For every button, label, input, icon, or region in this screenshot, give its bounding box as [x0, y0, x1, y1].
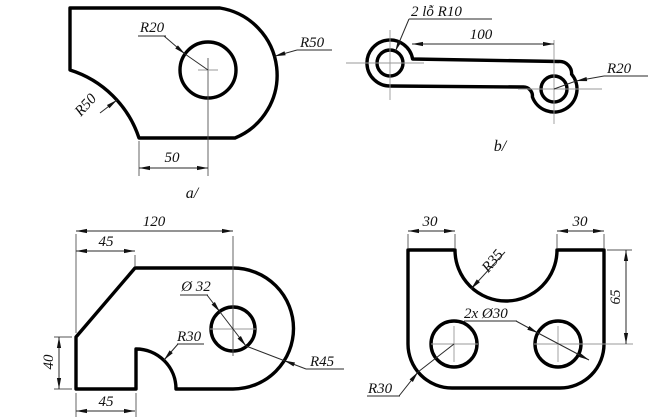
part-c-dim45top-text: 45 — [99, 234, 115, 250]
arrowhead — [471, 279, 480, 289]
part-c-r45-leader — [245, 345, 307, 370]
arrowhead — [623, 250, 629, 261]
arrowhead — [543, 41, 554, 47]
arrowhead — [395, 40, 402, 51]
arrowhead — [197, 165, 208, 171]
arrowhead — [284, 360, 296, 367]
arrowhead — [578, 352, 589, 360]
arrowhead — [593, 228, 604, 234]
part-a-r50-scoop-text: R50 — [71, 91, 100, 121]
arrowhead — [139, 165, 150, 171]
part-a-arrowheads — [106, 45, 286, 171]
part-d-holes-text: 2x Ø30 — [464, 306, 508, 322]
arrowhead — [412, 41, 423, 47]
part-d-dim65-text: 65 — [608, 289, 624, 305]
arrowhead — [576, 77, 588, 82]
part-d-arrowheads — [408, 228, 629, 382]
arrowhead — [164, 350, 173, 360]
part-c-arrowheads — [56, 228, 296, 414]
arrowhead — [106, 100, 117, 109]
part-d-r30-leader-tail — [417, 343, 455, 373]
arrowhead — [527, 325, 538, 333]
part-c-dim120-text: 120 — [143, 214, 166, 230]
arrowhead — [124, 248, 135, 254]
arrowhead — [222, 228, 233, 234]
drawing-c: 120 45 40 45 Ø 32 R45 R30 — [41, 214, 344, 417]
arrowhead — [274, 51, 286, 57]
arrowhead — [124, 408, 135, 414]
part-b-holes-text: 2 lỗ R10 — [411, 4, 462, 20]
part-d-r30-text: R30 — [367, 381, 393, 397]
part-c-outline — [74, 266, 296, 391]
part-c-r45-text: R45 — [309, 354, 335, 370]
arrowhead — [444, 228, 455, 234]
part-d-dim30l-text: 30 — [422, 214, 439, 230]
part-d-r35-text: R35 — [478, 247, 507, 277]
arrowhead — [237, 336, 246, 346]
part-a-r20-leader-tail — [184, 53, 209, 71]
arrowhead — [409, 372, 418, 382]
part-b-label: b/ — [494, 138, 508, 155]
arrowhead — [408, 228, 419, 234]
arrowhead — [76, 228, 87, 234]
part-b-dim100-text: 100 — [470, 27, 493, 43]
arrowhead — [56, 337, 62, 348]
part-b-arrowheads — [395, 40, 588, 82]
arrowhead — [76, 248, 87, 254]
arrowhead — [175, 45, 185, 54]
arrowhead — [76, 408, 87, 414]
drawing-a: 50 R20 R50 R50 a/ — [68, 6, 332, 202]
arrowhead — [557, 228, 568, 234]
arrowhead — [56, 378, 62, 389]
drawing-b: 100 2 lỗ R10 R20 b/ — [346, 4, 648, 155]
arrowhead — [211, 302, 220, 312]
part-a-dim50-text: 50 — [165, 150, 181, 166]
arrowhead — [623, 333, 629, 344]
part-c-dim45bottom-text: 45 — [99, 394, 115, 410]
part-c-dim40-text: 40 — [41, 354, 57, 370]
part-c-dia32-text: Ø 32 — [180, 279, 211, 295]
part-a-r20-text: R20 — [139, 20, 165, 36]
part-a-label: a/ — [186, 185, 200, 202]
part-b-r20-leader-tail — [553, 80, 577, 90]
part-d-dim30r-text: 30 — [572, 214, 589, 230]
part-b-r20-text: R20 — [606, 61, 632, 77]
part-b-outline — [365, 38, 579, 114]
part-a-outline — [68, 6, 279, 140]
drawing-d: 30 30 65 R35 2x Ø30 R30 — [367, 214, 633, 397]
part-a-r50-outer-text: R50 — [299, 35, 325, 51]
part-c-r30-text: R30 — [176, 329, 202, 345]
